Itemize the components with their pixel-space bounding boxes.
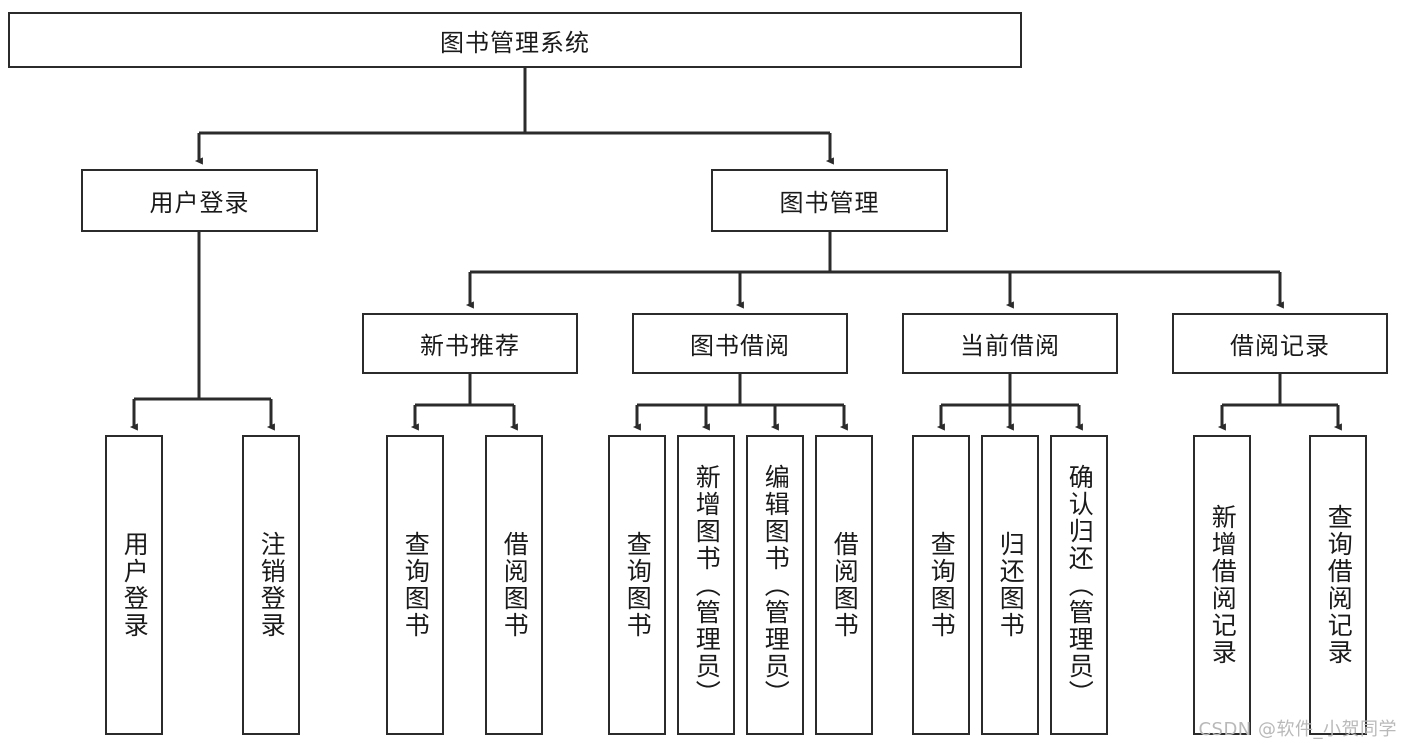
node-user-login[interactable]: 用户登录 xyxy=(81,169,318,232)
watermark: CSDN @软件_小贺同学 xyxy=(1198,719,1397,740)
leaf-current-return[interactable]: 归还图书 xyxy=(981,435,1039,735)
leaf-record-add-label: 新增借阅记录 xyxy=(1208,504,1238,666)
leaf-borrow-edit-label: 编辑图书（管理员） xyxy=(761,464,791,707)
leaf-borrow-query[interactable]: 查询图书 xyxy=(608,435,666,735)
leaf-user-login[interactable]: 用户登录 xyxy=(105,435,163,735)
node-borrow-book-label: 图书借阅 xyxy=(690,332,790,360)
node-new-book-label: 新书推荐 xyxy=(420,332,520,360)
leaf-new-book-borrow[interactable]: 借阅图书 xyxy=(485,435,543,735)
leaf-new-book-query-label: 查询图书 xyxy=(401,531,431,639)
leaf-borrow-edit[interactable]: 编辑图书（管理员） xyxy=(746,435,804,735)
node-new-book[interactable]: 新书推荐 xyxy=(362,313,578,374)
node-book-manage-label: 图书管理 xyxy=(779,189,880,217)
leaf-new-book-query[interactable]: 查询图书 xyxy=(386,435,444,735)
leaf-record-query[interactable]: 查询借阅记录 xyxy=(1309,435,1367,735)
leaf-logout[interactable]: 注销登录 xyxy=(242,435,300,735)
leaf-record-add[interactable]: 新增借阅记录 xyxy=(1193,435,1251,735)
leaf-logout-label: 注销登录 xyxy=(257,531,287,639)
node-borrow-record[interactable]: 借阅记录 xyxy=(1172,313,1388,374)
leaf-current-query[interactable]: 查询图书 xyxy=(912,435,970,735)
node-borrow-book[interactable]: 图书借阅 xyxy=(632,313,848,374)
leaf-borrow-add[interactable]: 新增图书（管理员） xyxy=(677,435,735,735)
node-root-label: 图书管理系统 xyxy=(440,28,590,57)
leaf-current-return-label: 归还图书 xyxy=(996,531,1026,639)
node-borrow-record-label: 借阅记录 xyxy=(1230,332,1330,360)
leaf-borrow-do[interactable]: 借阅图书 xyxy=(815,435,873,735)
leaf-borrow-do-label: 借阅图书 xyxy=(830,531,860,639)
leaf-current-confirm[interactable]: 确认归还（管理员） xyxy=(1050,435,1108,735)
node-current-borrow-label: 当前借阅 xyxy=(960,332,1060,360)
leaf-current-query-label: 查询图书 xyxy=(927,531,957,639)
leaf-new-book-borrow-label: 借阅图书 xyxy=(500,531,530,639)
node-root[interactable]: 图书管理系统 xyxy=(8,12,1022,68)
node-user-login-label: 用户登录 xyxy=(149,189,250,217)
leaf-record-query-label: 查询借阅记录 xyxy=(1324,504,1354,666)
node-book-manage[interactable]: 图书管理 xyxy=(711,169,948,232)
leaf-current-confirm-label: 确认归还（管理员） xyxy=(1065,464,1095,707)
node-current-borrow[interactable]: 当前借阅 xyxy=(902,313,1118,374)
leaf-borrow-add-label: 新增图书（管理员） xyxy=(692,464,722,707)
leaf-user-login-label: 用户登录 xyxy=(120,531,150,639)
leaf-borrow-query-label: 查询图书 xyxy=(623,531,653,639)
